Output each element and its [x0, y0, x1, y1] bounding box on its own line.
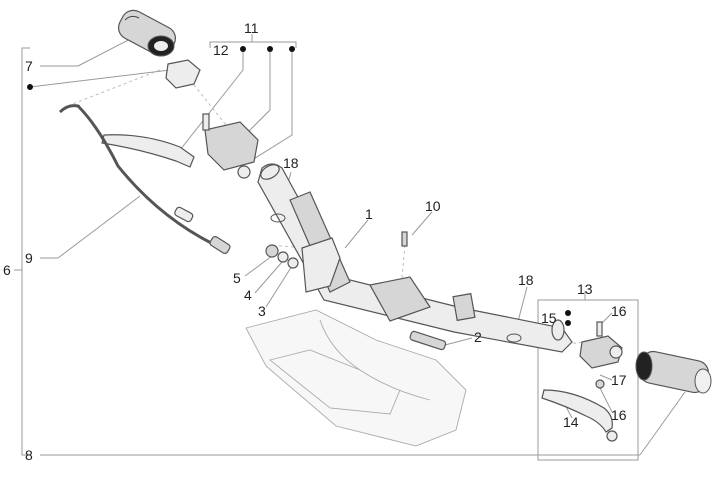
lever-tip-part	[606, 430, 618, 442]
cable-adjuster-part	[174, 206, 194, 223]
leader-11c	[251, 49, 293, 161]
right-lever-bracket-part	[579, 335, 623, 369]
switch-block-part	[165, 59, 201, 89]
dot-15b	[565, 320, 571, 326]
callout-16-top: 16	[611, 303, 627, 319]
leader-11b	[247, 49, 271, 133]
leader-dot-left	[29, 69, 171, 88]
callout-labels: 6 7 9 8 11 12 18 10 1 5 4 3 2 18 13 15 1…	[3, 20, 627, 463]
leader-17	[599, 374, 613, 381]
leader-4	[254, 261, 283, 294]
nut-16-part	[595, 379, 605, 389]
callout-18-right: 18	[518, 272, 534, 288]
washer-3-part	[287, 257, 299, 269]
callout-15: 15	[541, 310, 557, 326]
cable-end-part	[209, 235, 231, 255]
bolt-2-part	[409, 330, 447, 351]
callout-18-left: 18	[283, 155, 299, 171]
callout-2: 2	[474, 329, 482, 345]
washer-5-part	[265, 244, 279, 258]
dot-11b	[267, 46, 273, 52]
ring-18-right-part	[506, 333, 522, 343]
pivot-bolt-part	[596, 321, 603, 337]
leader-9b	[57, 195, 141, 259]
callout-5: 5	[233, 270, 241, 286]
left-grip-part	[117, 9, 177, 57]
callout-13: 13	[577, 281, 593, 297]
cylinder-cap-part	[237, 165, 251, 179]
dot-11c	[289, 46, 295, 52]
bullet-dots	[27, 46, 571, 326]
master-cylinder-part	[204, 121, 259, 171]
brake-cable-part	[58, 104, 214, 246]
right-bracket-cap-part	[609, 345, 623, 359]
leader-16b	[599, 387, 613, 413]
callout-3: 3	[258, 303, 266, 319]
dot-15a	[565, 310, 571, 316]
callout-8: 8	[25, 447, 33, 463]
leader-1	[344, 219, 369, 249]
bracket-11	[209, 41, 297, 48]
ring-18-left-part	[270, 213, 286, 223]
ghost-ridge-part	[319, 319, 431, 401]
dot-12	[240, 46, 246, 52]
right-grip-part	[635, 350, 712, 394]
callout-9: 9	[25, 250, 33, 266]
bolt-part	[202, 113, 210, 131]
dash-2	[189, 79, 231, 131]
callout-16-bottom: 16	[611, 407, 627, 423]
callout-10: 10	[425, 198, 441, 214]
leader-10	[411, 211, 433, 236]
bracket-6	[21, 47, 30, 456]
callout-14: 14	[563, 414, 579, 430]
callout-1: 1	[365, 206, 373, 222]
group-13-box	[537, 299, 639, 461]
leader-5	[244, 255, 273, 277]
dot-left	[27, 84, 33, 90]
screw-10-part	[401, 231, 408, 247]
parts	[58, 9, 712, 447]
callout-4: 4	[244, 287, 252, 303]
dash-1	[69, 69, 161, 106]
leader-3	[265, 265, 293, 308]
mount-bracket-part	[301, 237, 341, 293]
callout-17: 17	[611, 372, 627, 388]
leader-12	[179, 49, 244, 151]
washer-4-part	[277, 251, 289, 263]
left-lever-part	[101, 134, 195, 168]
callout-6: 6	[3, 262, 11, 278]
right-lever-part	[541, 389, 613, 433]
callout-7: 7	[25, 58, 33, 74]
callout-12: 12	[213, 42, 229, 58]
leader-2	[444, 337, 473, 346]
leader-8b	[639, 391, 686, 456]
callout-11: 11	[244, 20, 259, 36]
leader-lines	[14, 33, 686, 461]
